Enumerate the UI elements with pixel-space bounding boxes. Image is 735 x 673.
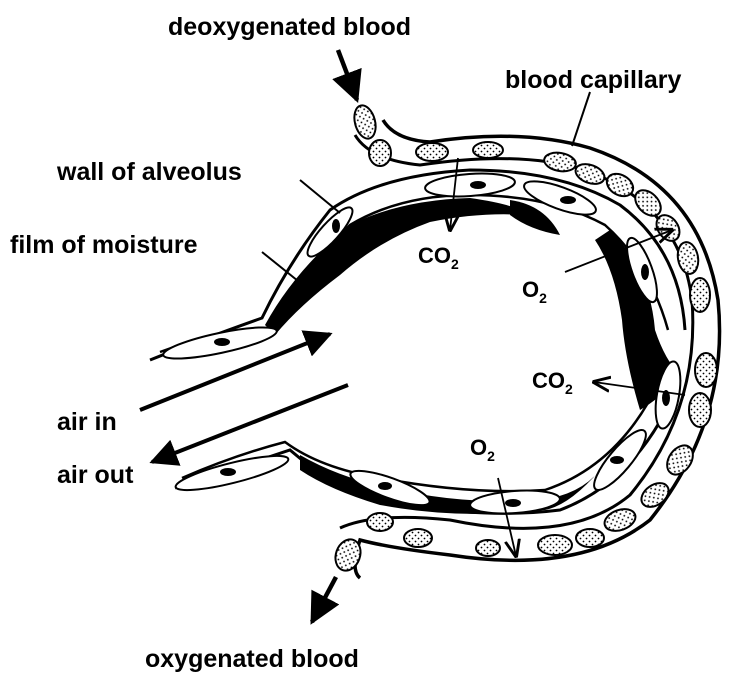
label-o2-top: O2 [522,277,547,306]
oxygenated-flow-arrow [312,577,336,622]
label-air-in: air in [57,408,117,436]
label-co2-top: CO2 [418,243,459,272]
label-wall-of-alveolus: wall of alveolus [56,158,242,186]
label-oxygenated-blood: oxygenated blood [145,645,359,673]
capillary-pointer [572,92,590,146]
moisture-film-upper [265,198,525,335]
label-film-of-moisture: film of moisture [10,231,198,259]
wall-pointer [300,180,340,213]
label-blood-capillary: blood capillary [505,66,682,94]
o2-diffusion-arrow-bottom [498,478,516,556]
alveolus-wall-lower [175,380,680,513]
air-out-arrow [152,385,348,462]
deoxygenated-flow-arrow [338,50,357,100]
label-air-out: air out [57,461,134,489]
label-o2-bottom: O2 [470,435,495,464]
label-co2-right: CO2 [532,368,573,397]
label-deoxygenated-blood: deoxygenated blood [168,13,411,41]
